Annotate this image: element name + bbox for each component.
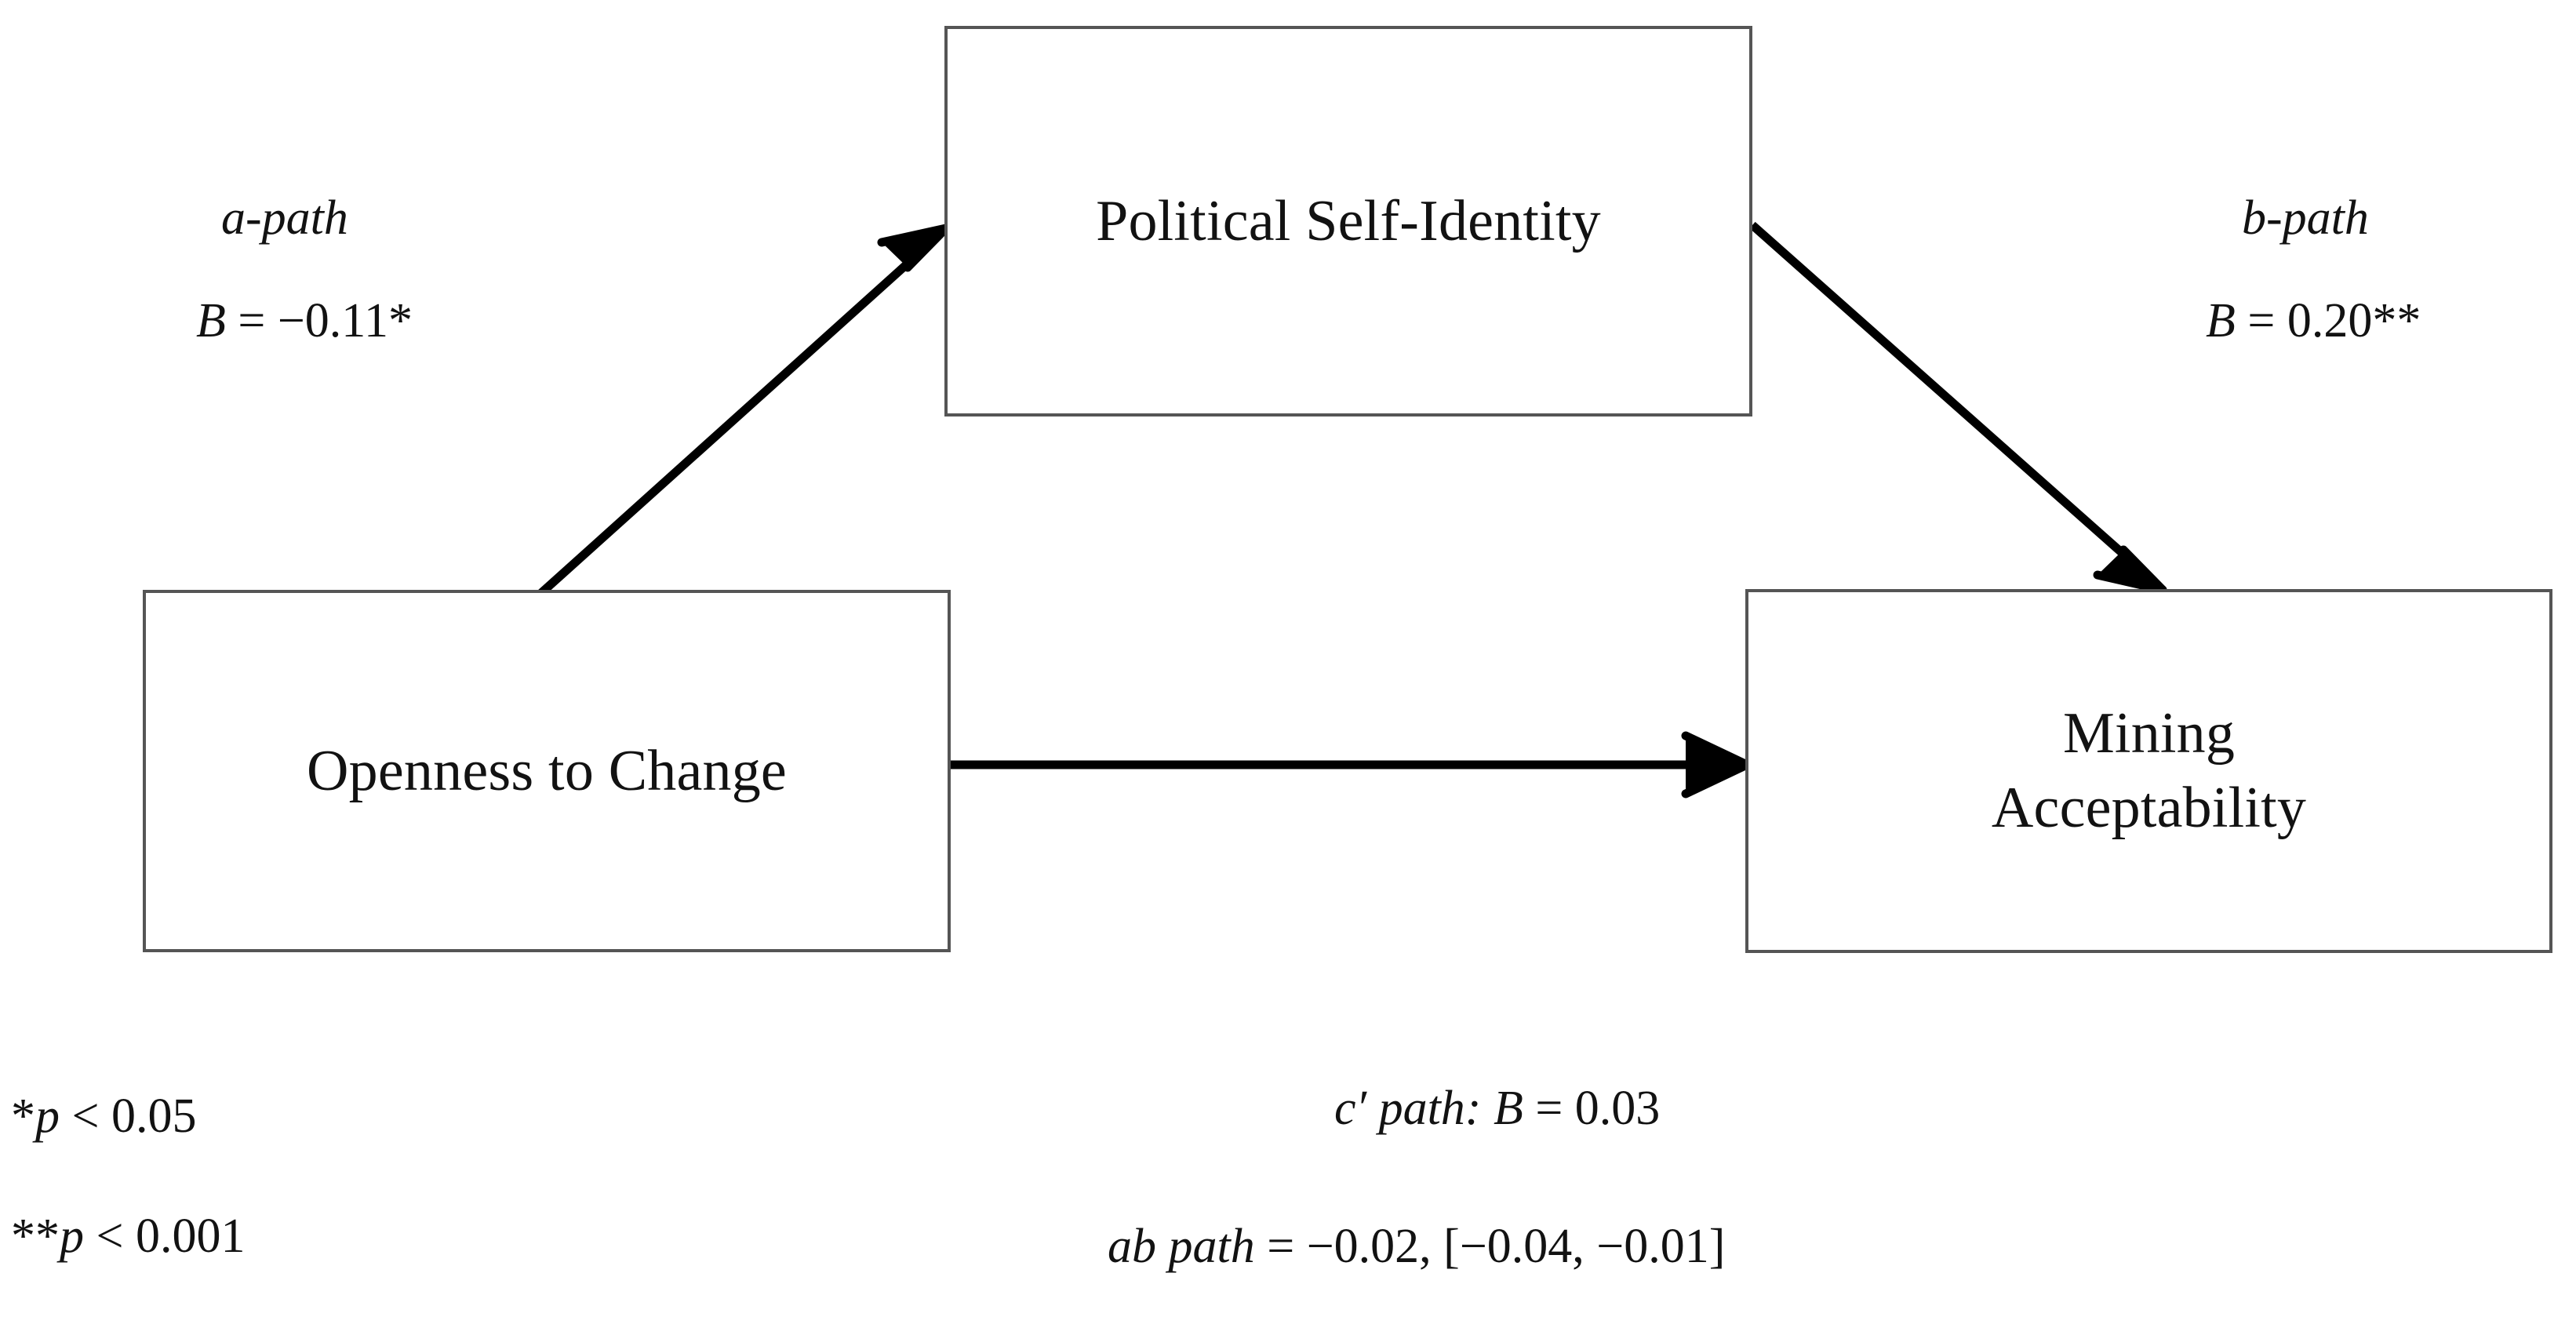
c-prime-equals: = [1535,1082,1563,1135]
node-label-mining-acceptability: Mining Acceptability [1991,701,2307,840]
footnote-stars-double: ** [11,1210,60,1263]
ab-path-value: −0.02 [1306,1220,1420,1273]
footnote-operator-double: < [96,1210,124,1263]
footnote-threshold-single: 0.05 [111,1089,197,1143]
ab-path-name: ab path [1108,1220,1255,1273]
footnote-stars-single: * [11,1089,35,1143]
a-path-equals: = [238,294,266,347]
node-box-political-self-identity[interactable]: Political Self-Identity [944,26,1752,417]
b-path-coefficient: B = 0.20** [2206,296,2421,345]
c-prime-value: 0.03 [1574,1082,1661,1135]
c-prime-path-statistic: c′ path: B = 0.03 [1334,1084,1660,1133]
node-label-openness-to-change: Openness to Change [307,738,787,803]
b-path-significance: ** [2372,294,2421,347]
a-path-label: a-path [221,194,348,242]
node-label-political-self-identity: Political Self-Identity [1096,188,1601,253]
a-path-coefficient: B = −0.11* [196,296,413,345]
a-path-significance: * [388,294,413,347]
ab-path-statistic: ab path = −0.02, [−0.04, −0.01] [1108,1220,1726,1273]
node-box-openness-to-change[interactable]: Openness to Change [143,590,951,952]
c-prime-path-name: c′ path: [1334,1082,1482,1135]
b-path-value: 0.20 [2287,294,2373,347]
a-path-name: a-path [221,191,348,245]
b-path-arrow [1749,221,2167,595]
b-path-b-symbol: B [2206,294,2236,347]
node-box-mining-acceptability[interactable]: Mining Acceptability [1745,589,2552,953]
footnote-p-symbol-double: p [60,1210,84,1263]
c-prime-path-arrow [951,731,1752,798]
b-path-label: b-path [2242,194,2369,242]
a-path-arrow [538,224,951,597]
ab-path-equals: = [1267,1220,1295,1273]
ab-path-confidence-interval: [−0.04, −0.01] [1443,1220,1726,1273]
footnote-p-symbol-single: p [35,1089,60,1143]
footnote-p-lt-001: **p < 0.001 [11,1212,245,1260]
c-prime-b-symbol: B [1493,1082,1523,1135]
a-path-value: −0.11 [277,294,389,347]
b-path-name: b-path [2242,191,2369,245]
footnote-threshold-double: 0.001 [135,1210,246,1263]
footnote-operator-single: < [71,1089,100,1143]
a-path-b-symbol: B [196,294,226,347]
footnote-p-lt-05: *p < 0.05 [11,1092,196,1140]
b-path-equals: = [2247,294,2276,347]
